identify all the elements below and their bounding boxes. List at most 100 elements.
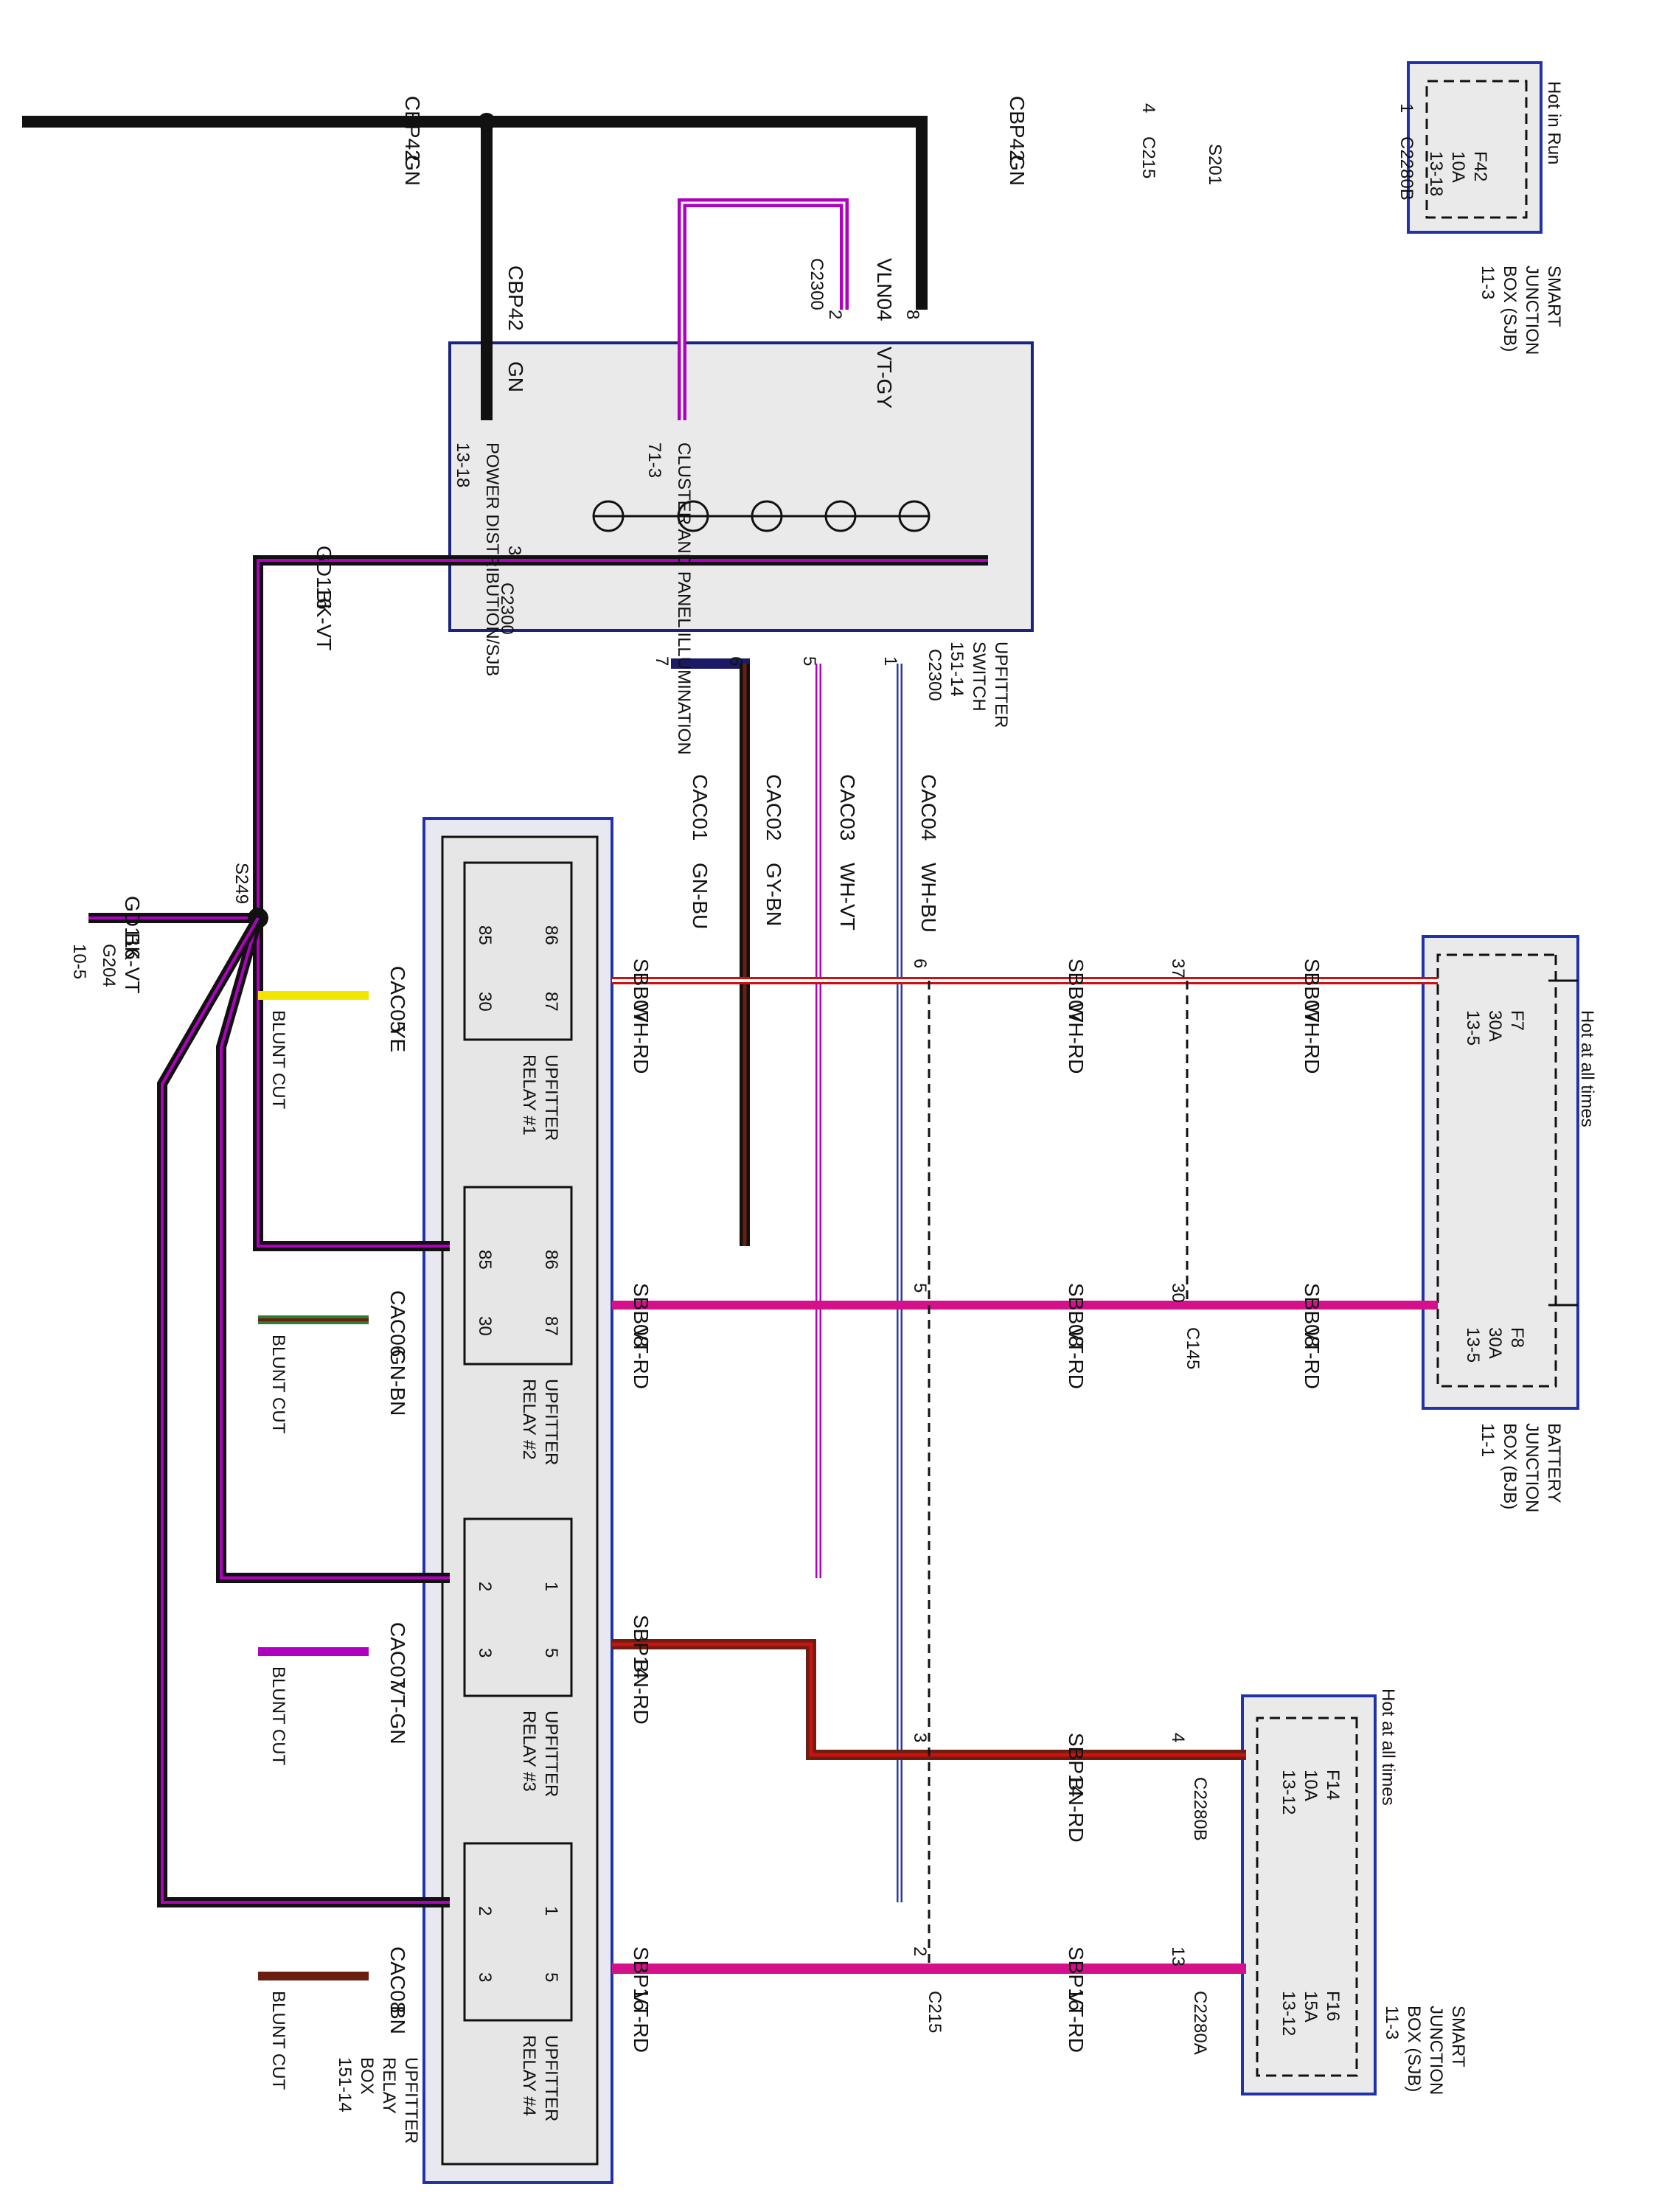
- label-cluster-2: 71-3: [644, 442, 664, 478]
- relay-4-pin-1: 1: [541, 1906, 561, 1916]
- label-sbb08-b: SBB08: [1065, 1283, 1088, 1347]
- relay-1-pin-87: 87: [541, 992, 561, 1012]
- label-f14-ref: 13-12: [1279, 1770, 1298, 1815]
- pin-8: 8: [902, 310, 922, 319]
- label-sbb08-a: SBB08: [630, 1283, 653, 1347]
- label-c215-top: C215: [1138, 136, 1158, 178]
- relay-2-pin-85: 85: [475, 1250, 495, 1270]
- label-f7-amp: 30A: [1485, 1010, 1505, 1042]
- label-bkvt-left: BK-VT: [121, 933, 144, 993]
- label-cac06: CAC06: [386, 1290, 409, 1357]
- label-power-dist-2: 13-18: [453, 442, 473, 487]
- pin-30: 30: [1168, 1283, 1188, 1303]
- label-relay-box-2: RELAY: [379, 2057, 399, 2114]
- wire-sbp14-core: [612, 1642, 1246, 1757]
- pin-3-sbp14: 3: [910, 1733, 930, 1742]
- relay-1-body: [463, 861, 573, 1041]
- pin-3: 3: [504, 546, 524, 555]
- label-hot-all-times-sjb: Hot at all times: [1378, 1688, 1398, 1806]
- label-sbb07-b: SBB07: [1065, 959, 1088, 1023]
- label-c2300-top: C2300: [807, 258, 827, 310]
- label-relay-box-3: BOX: [357, 2057, 377, 2095]
- pin-1-c2280b: 1: [1397, 103, 1416, 113]
- sjb-top-box: [1407, 61, 1543, 234]
- pin-5: 5: [799, 656, 819, 666]
- label-gd116-top: GD116: [313, 546, 335, 610]
- pin-4-c215: 4: [1138, 103, 1158, 113]
- label-s249: S249: [232, 863, 251, 904]
- label-bnrd-a: BN-RD: [630, 1659, 653, 1725]
- label-s201: S201: [1205, 144, 1225, 185]
- label-whrd-a: WH-RD: [630, 1003, 653, 1074]
- label-c215-bot: C215: [925, 1991, 945, 2033]
- label-whrd-b: WH-RD: [1065, 1003, 1088, 1074]
- label-cac07: CAC07: [386, 1622, 409, 1688]
- bjb-fuse-frame: [1436, 953, 1557, 1388]
- label-sjb-top-1: SMART: [1544, 265, 1564, 327]
- label-cac01: CAC01: [689, 774, 712, 841]
- relay-1-pin-86: 86: [541, 925, 561, 945]
- relay-3-pin-5: 5: [541, 1648, 561, 1658]
- label-f42: F42: [1470, 151, 1490, 181]
- label-c2300-left: C2300: [497, 582, 517, 635]
- label-g204: G204: [99, 944, 119, 987]
- pin-7: 7: [652, 656, 672, 666]
- relay-3-body: [463, 1517, 573, 1697]
- label-cac02: CAC02: [762, 774, 785, 841]
- wire-gd116-relay4-core: [161, 917, 450, 1904]
- label-c2280b-bot: C2280B: [1190, 1777, 1210, 1841]
- splice-s201: [478, 113, 495, 131]
- label-relay1-1: UPFITTER: [541, 1054, 561, 1141]
- label-bjb-4: 11-1: [1478, 1423, 1498, 1457]
- label-f8-amp: 30A: [1485, 1327, 1505, 1359]
- label-f16: F16: [1323, 1991, 1343, 2021]
- label-gd116-left: GD116: [121, 896, 144, 960]
- label-cluster-1: CLUSTER AND PANEL ILLUMINATION: [674, 442, 694, 755]
- label-vln04: VLN04: [873, 258, 896, 321]
- label-sjb-bot-2: JUNCTION: [1426, 2006, 1446, 2095]
- label-f7-ref: 13-5: [1463, 1010, 1483, 1046]
- pin-6: 6: [726, 656, 745, 666]
- label-bn: BN: [386, 2006, 409, 2034]
- label-relay2-1: UPFITTER: [541, 1379, 561, 1465]
- label-gn-vert: GN: [504, 361, 527, 392]
- pin-4-sbp14: 4: [1168, 1733, 1188, 1742]
- label-upfitter-switch-2: SWITCH: [969, 641, 989, 712]
- label-cac08: CAC08: [386, 1947, 409, 2013]
- pin-2-sbp16: 2: [910, 1947, 930, 1956]
- label-power-dist-1: POWER DISTRIBUTION/SJB: [482, 442, 502, 676]
- relay-2-pin-87: 87: [541, 1316, 561, 1336]
- label-whvt: WH-VT: [836, 863, 859, 931]
- label-whbu: WH-BU: [917, 863, 940, 933]
- pin-13: 13: [1168, 1947, 1188, 1966]
- label-relay4-1: UPFITTER: [541, 2035, 561, 2121]
- label-f14: F14: [1323, 1770, 1343, 1800]
- label-gybn: GY-BN: [762, 863, 785, 926]
- label-bnrd-b: BN-RD: [1065, 1777, 1088, 1843]
- pin-2: 2: [825, 310, 845, 319]
- relay-3-pin-1: 1: [541, 1582, 561, 1591]
- label-g204-ref: 10-5: [69, 944, 89, 979]
- label-f42-ref: 13-18: [1426, 151, 1446, 196]
- relay-3-pin-2: 2: [475, 1582, 495, 1591]
- pin-37: 37: [1168, 959, 1188, 978]
- label-vtgn: VT-GN: [386, 1681, 409, 1745]
- label-sbp14-a: SBP14: [630, 1615, 653, 1679]
- sjb-bottom-box: [1241, 1694, 1377, 2096]
- label-ye: YE: [386, 1025, 409, 1052]
- relay-2-pin-30: 30: [475, 1316, 495, 1336]
- label-relay-box-1: UPFITTER: [401, 2057, 421, 2143]
- label-relay3-2: RELAY #3: [519, 1711, 539, 1792]
- pin-6-sbb07: 6: [910, 959, 930, 968]
- label-upfitter-switch-1: UPFITTER: [991, 641, 1011, 728]
- label-sjb-top-2: JUNCTION: [1522, 265, 1542, 355]
- label-c145: C145: [1183, 1327, 1203, 1369]
- wire-cbp42-left: [509, 116, 928, 310]
- label-blunt4: BLUNT CUT: [268, 1991, 288, 2090]
- label-cbp42-top-right: CBP42: [401, 96, 424, 161]
- wire-gd116-main: [253, 555, 988, 1251]
- upfitter-switch-box: [448, 341, 1034, 632]
- label-c2280b-top: C2280B: [1397, 136, 1416, 201]
- label-bjb-2: JUNCTION: [1522, 1423, 1542, 1512]
